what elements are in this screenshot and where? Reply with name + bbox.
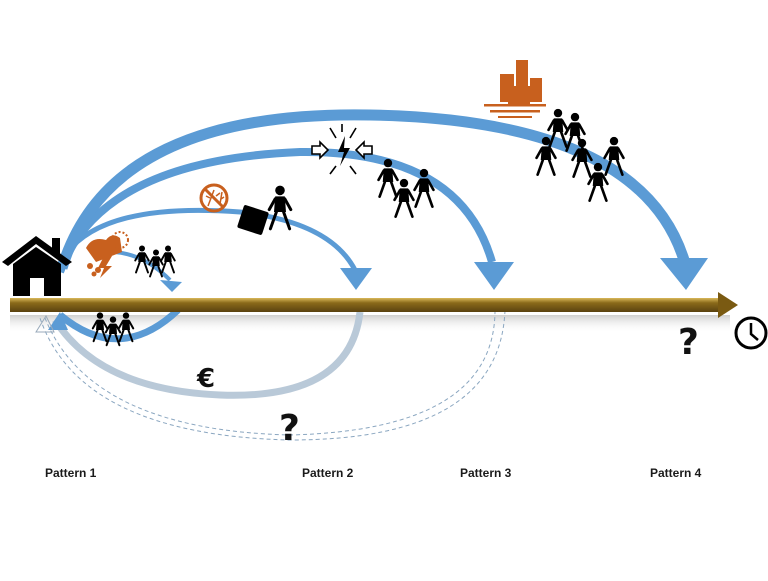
house-icon xyxy=(2,236,72,296)
return-arc-pattern-3-outer xyxy=(44,309,496,436)
storm-disaster-icon xyxy=(86,231,129,278)
city-icon xyxy=(484,60,546,118)
return-arrowhead-dashed xyxy=(35,314,55,333)
pattern-4-label: Pattern 4 xyxy=(650,466,702,480)
return-arc-pattern-2 xyxy=(52,311,364,399)
timeline-bar xyxy=(10,298,722,312)
pattern-2-label: Pattern 2 xyxy=(302,466,354,480)
pattern-1-label: Pattern 1 xyxy=(45,466,97,480)
return-arrowhead xyxy=(48,312,68,330)
conflict-icon xyxy=(311,124,373,175)
clock-icon xyxy=(734,316,768,350)
no-crops-icon xyxy=(199,183,229,213)
arrowhead-pattern-2 xyxy=(340,268,372,290)
people-group-pattern-1 xyxy=(134,244,176,278)
pattern-3-label: Pattern 3 xyxy=(460,466,512,480)
arrowhead-pattern-4 xyxy=(660,258,708,290)
people-group-pattern-4 xyxy=(535,107,625,203)
arrowhead-pattern-3 xyxy=(474,262,514,290)
migrant-with-suitcase xyxy=(237,184,293,235)
arc-pattern-4 xyxy=(56,109,690,270)
arc-pattern-3 xyxy=(56,147,496,274)
euro-symbol: € xyxy=(197,364,216,394)
future-question-mark: ? xyxy=(678,322,699,363)
timeline-arrowhead xyxy=(718,292,738,318)
return-question-mark: ? xyxy=(279,408,300,449)
timeline-shadow xyxy=(10,315,730,333)
return-arc-pattern-3-inner xyxy=(39,309,506,441)
arrowhead-pattern-1 xyxy=(160,280,182,292)
